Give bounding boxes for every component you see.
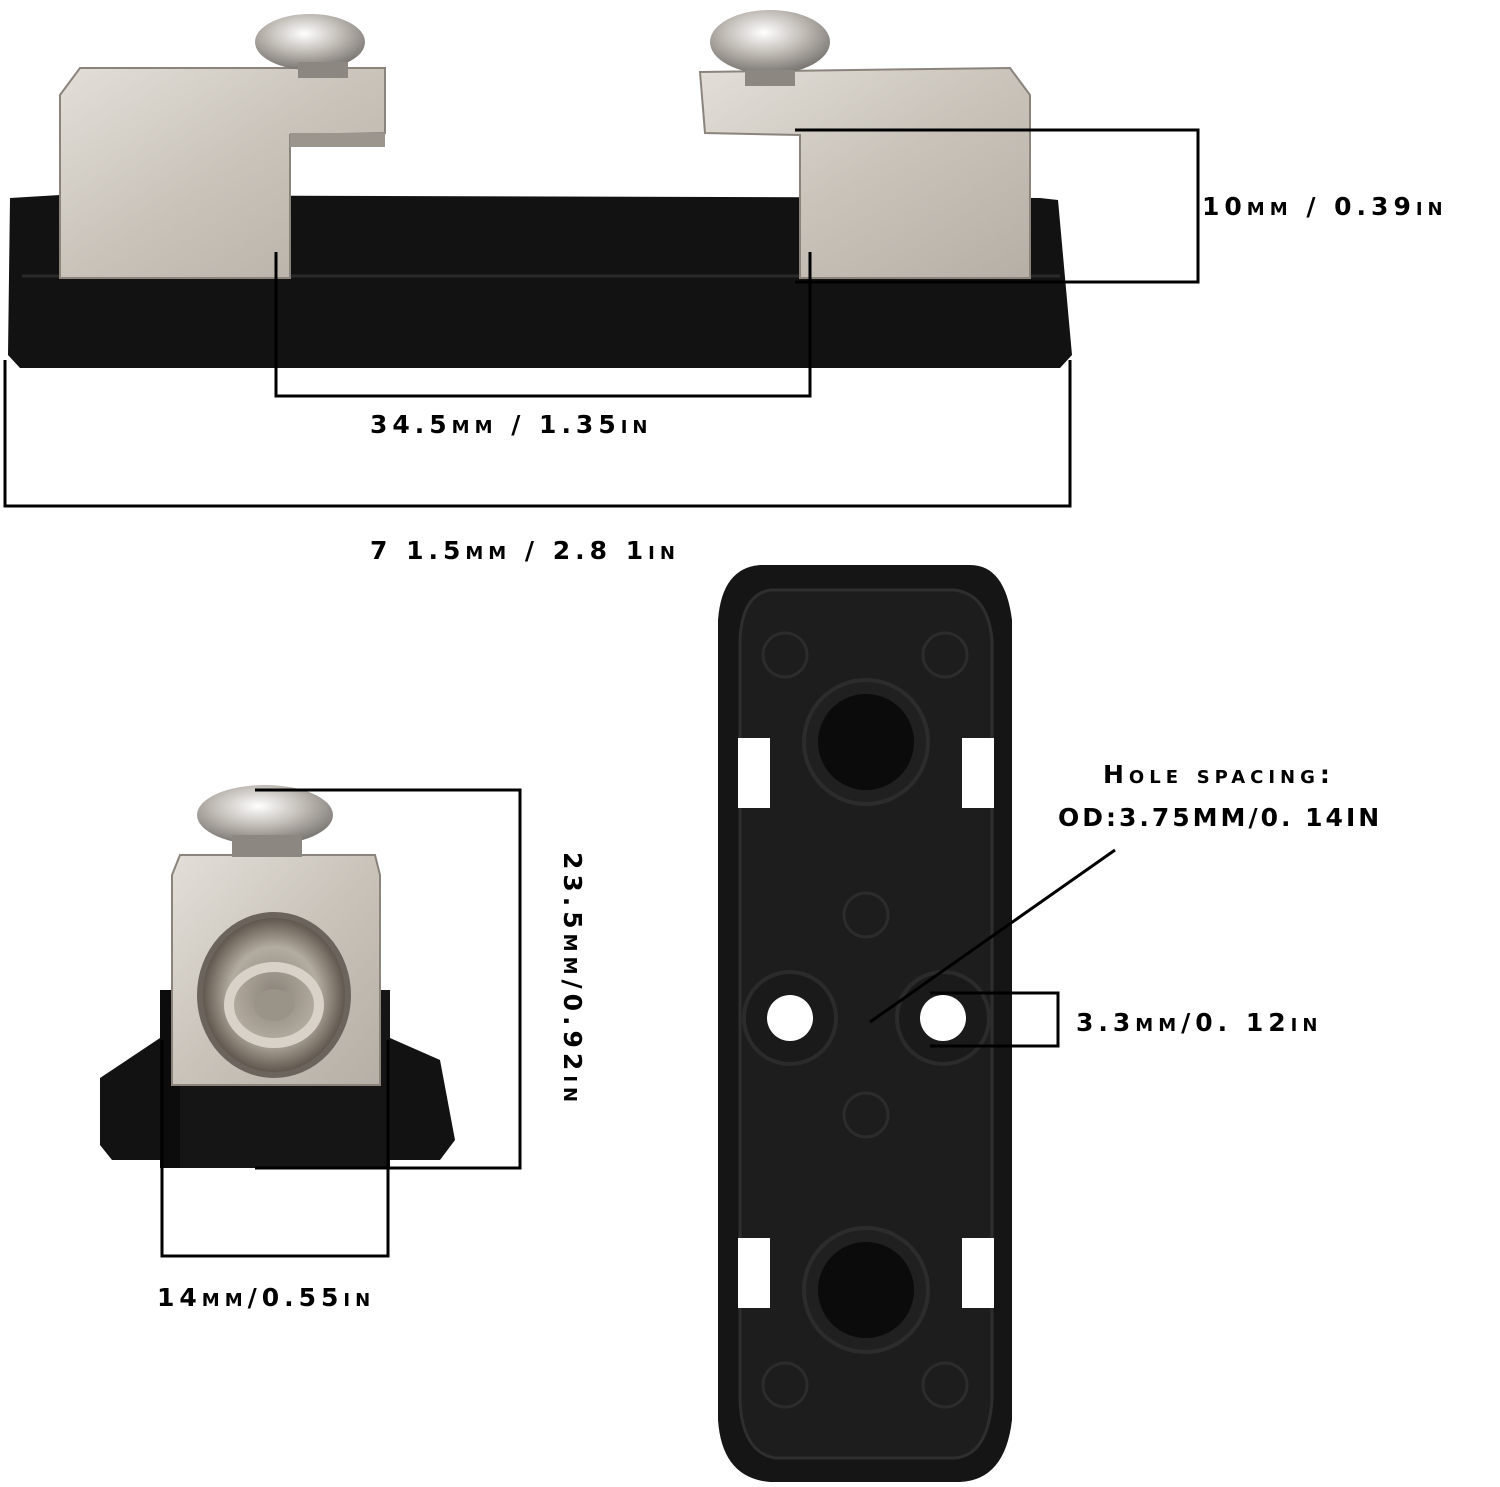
left-terminal [59,14,386,279]
side-view-busbar [8,10,1072,368]
hole-od-label: OD:3.75MM/0. 14IN [1058,803,1383,832]
terminal-height-label: 10mm / 0.39in [1202,192,1448,221]
dimension-lines [3,128,1200,1258]
hole-diameter-label: 3.3mm/0. 12in [1076,1008,1323,1037]
bottom-view-base [718,565,1012,1482]
overall-length-label: 7 1.5mm / 2.8 1in [370,536,680,565]
terminal-spacing-label: 34.5mm / 1.35in [370,410,653,439]
right-terminal [698,10,1031,279]
hole-spacing-title: Hole spacing: [1103,760,1335,789]
end-view-terminal [100,785,455,1168]
side-width-label: 14mm/0.55in [157,1283,376,1312]
side-height-label: 23.5mm/0.92in [558,852,587,1108]
